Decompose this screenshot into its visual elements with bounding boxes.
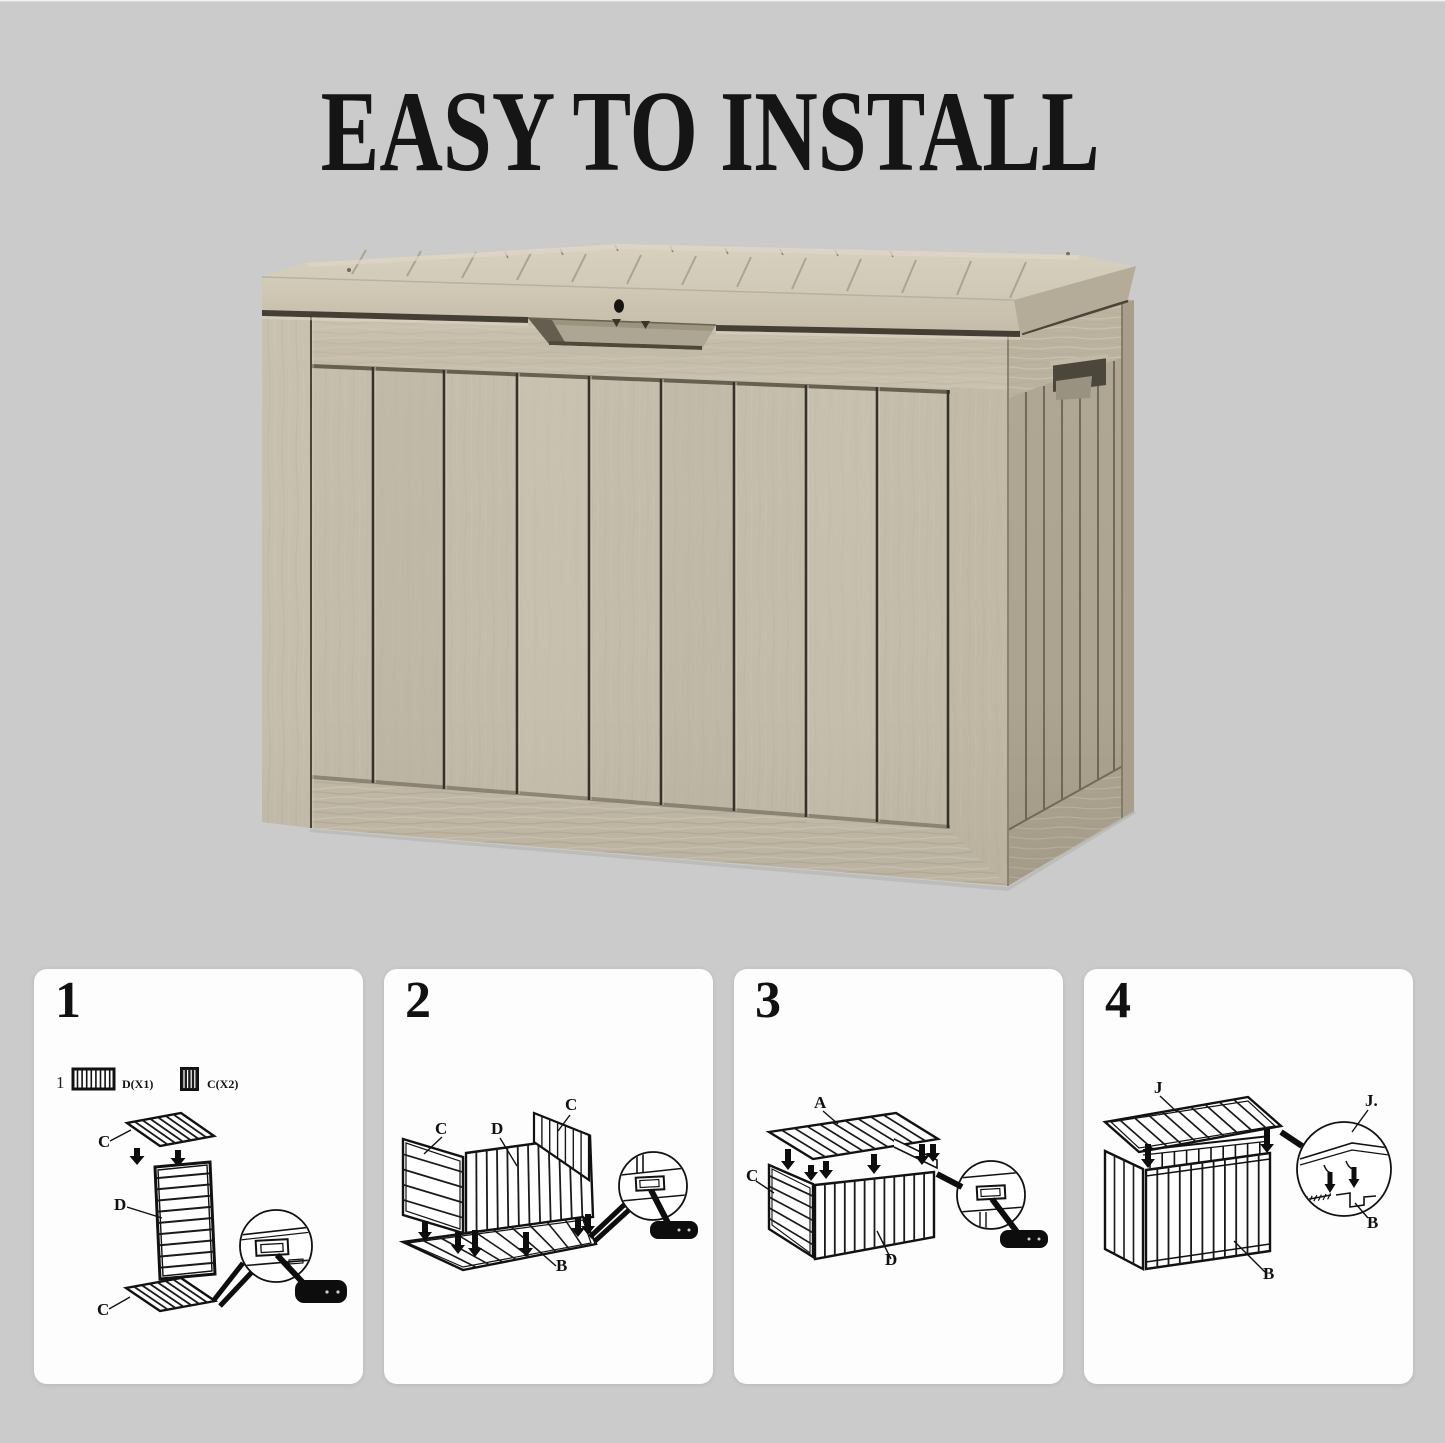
svg-text:D: D	[885, 1250, 897, 1269]
svg-text:B: B	[1367, 1213, 1378, 1232]
svg-text:C(X2): C(X2)	[207, 1077, 238, 1091]
svg-text:A: A	[814, 1093, 827, 1112]
svg-text:C: C	[746, 1166, 758, 1185]
svg-text:C: C	[98, 1132, 110, 1151]
svg-text:C: C	[435, 1119, 447, 1138]
svg-text:J.: J.	[1365, 1091, 1378, 1110]
svg-text:J: J	[1154, 1078, 1163, 1097]
svg-text:C: C	[565, 1095, 577, 1114]
svg-text:D: D	[114, 1195, 126, 1214]
svg-text:D: D	[491, 1119, 503, 1138]
svg-text:B: B	[556, 1256, 567, 1275]
svg-text:1: 1	[56, 1073, 65, 1092]
svg-text:D(X1): D(X1)	[122, 1077, 153, 1091]
svg-text:C: C	[97, 1300, 109, 1319]
svg-text:B: B	[1263, 1264, 1274, 1283]
